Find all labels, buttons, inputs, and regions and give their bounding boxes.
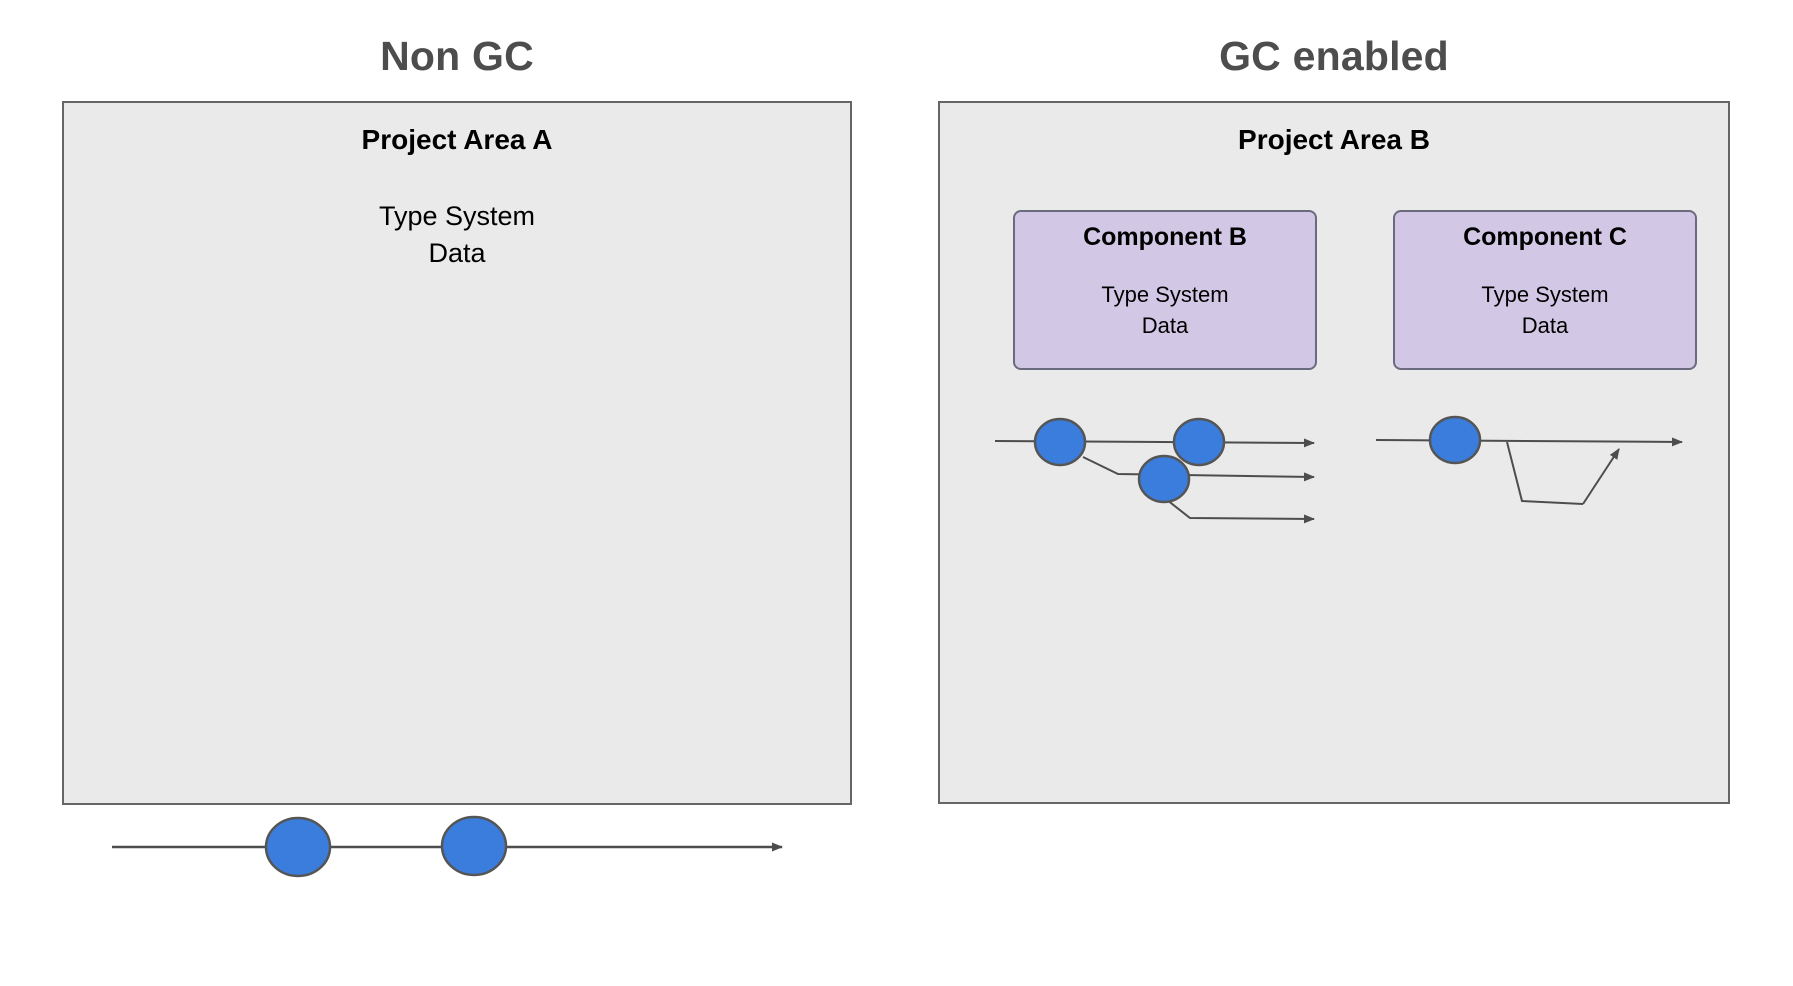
component-c-body: Type System Data: [1481, 282, 1609, 338]
commit-node[interactable]: [440, 815, 508, 877]
commit-node[interactable]: [1137, 454, 1191, 504]
commit-graph-component-c: [1375, 415, 1683, 505]
project-area-b-title: Project Area B: [1238, 124, 1430, 155]
project-area-a-body: Type System Data: [378, 201, 536, 269]
commit-edge-branch-1: [1082, 456, 1315, 482]
component-c-box[interactable]: Component C Type System Data: [1393, 210, 1697, 370]
component-b-box[interactable]: Component B Type System Data: [1013, 210, 1317, 370]
commit-node[interactable]: [1172, 417, 1226, 467]
project-area-a-title: Project Area A: [361, 124, 553, 155]
commit-edge-branch: [1506, 441, 1584, 505]
commit-node[interactable]: [264, 816, 332, 878]
project-area-a-box[interactable]: Project Area A Type System Data: [62, 101, 852, 805]
commit-node[interactable]: [1033, 417, 1087, 467]
panel-title-gc-enabled: GC enabled: [1219, 33, 1449, 79]
commit-edge-main: [1375, 437, 1683, 447]
panel-title-non-gc: Non GC: [380, 33, 534, 79]
commit-graph-project-area-a: [112, 815, 783, 878]
commit-node[interactable]: [1428, 415, 1482, 465]
commit-edge-merge: [1582, 448, 1620, 505]
commit-edge-branch-2: [1161, 495, 1315, 524]
component-c-title: Component C: [1463, 223, 1627, 251]
component-b-body: Type System Data: [1101, 282, 1229, 338]
component-b-title: Component B: [1083, 223, 1247, 251]
commit-graph-component-b: [994, 417, 1315, 524]
